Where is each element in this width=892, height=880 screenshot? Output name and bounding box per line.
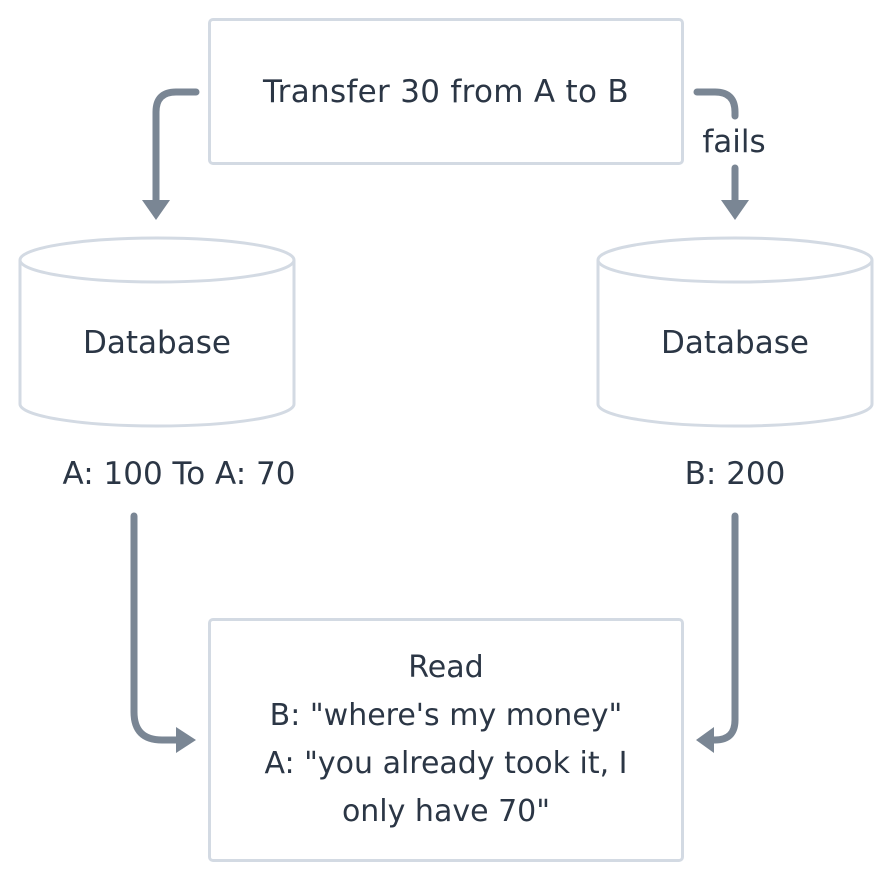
read-line-a-cont: only have 70" [341, 794, 551, 829]
read-line-a: A: "you already took it, I [264, 746, 628, 781]
arrow-left-state-to-read [130, 512, 180, 744]
arrow-transfer-to-left-db [152, 88, 200, 204]
arrowhead-read-right [696, 727, 714, 753]
fails-label: fails [702, 124, 766, 160]
database-right-cylinder [596, 236, 874, 428]
database-right-label: Database [661, 325, 809, 361]
database-left-label: Database [83, 325, 231, 361]
transfer-label: Transfer 30 from A to B [262, 73, 629, 110]
database-right-state: B: 200 [684, 456, 786, 492]
read-box: Read B: "where's my money" A: "you alrea… [208, 618, 684, 862]
transfer-box: Transfer 30 from A to B [208, 18, 684, 165]
database-left-cylinder [18, 236, 296, 428]
read-title: Read [408, 650, 484, 685]
arrow-right-state-to-read [710, 512, 739, 744]
read-line-b: B: "where's my money" [269, 698, 623, 733]
arrowhead-read-left [176, 727, 196, 753]
arrowhead-right-db [721, 200, 749, 220]
database-left-state: A: 100 To A: 70 [62, 456, 296, 492]
arrow-transfer-to-right-db-upper [693, 88, 739, 120]
arrowhead-left-db [142, 200, 170, 220]
